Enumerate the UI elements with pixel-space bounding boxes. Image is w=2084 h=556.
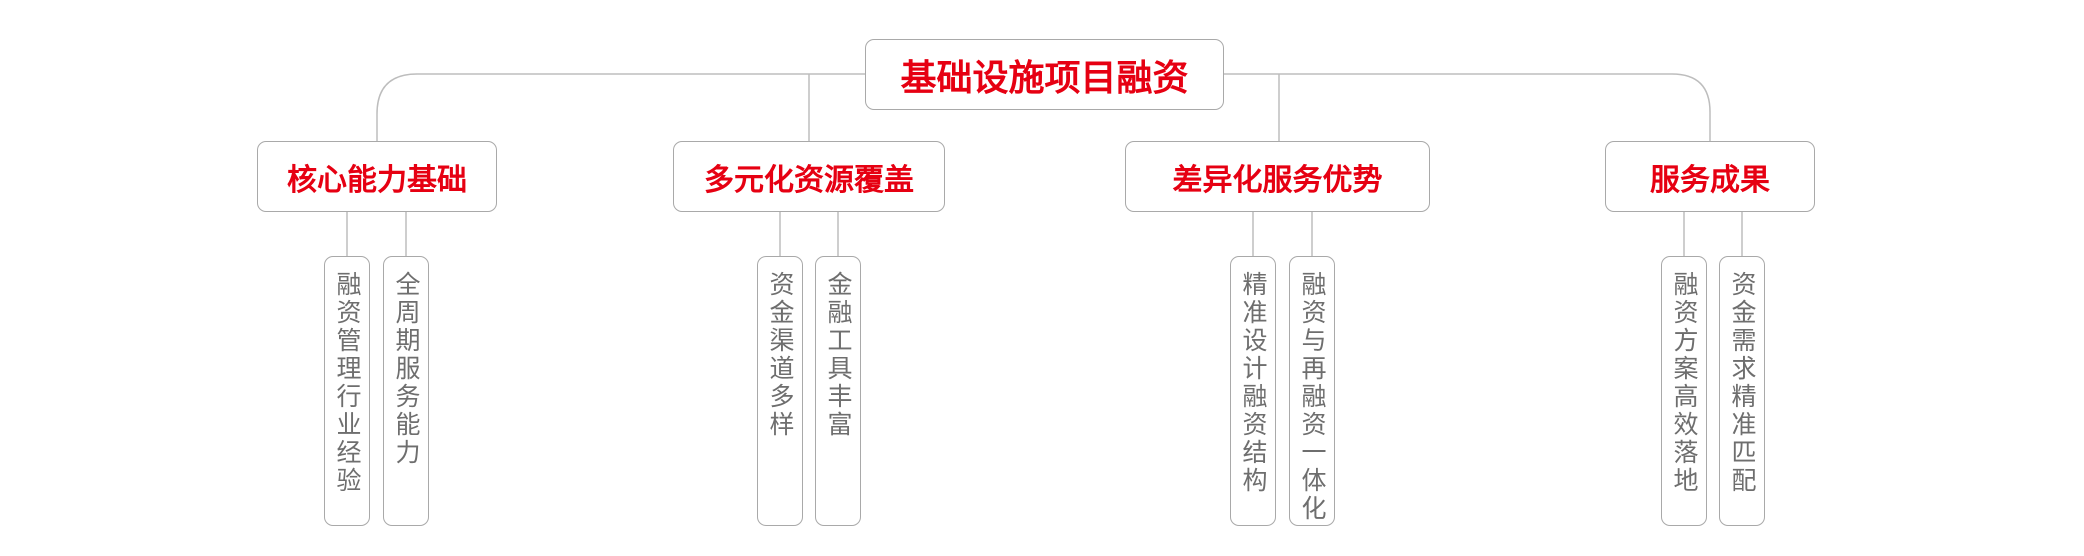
- root-label: 基础设施项目融资: [900, 57, 1189, 99]
- branch-label: 核心能力基础: [287, 162, 467, 198]
- leaf-node: 精准设计融资结构: [1230, 256, 1276, 526]
- branch-label: 多元化资源覆盖: [704, 162, 914, 198]
- leaf-label: 金融工具丰富: [824, 271, 853, 439]
- leaf-label: 资金渠道多样: [766, 271, 795, 439]
- leaf-node: 资金渠道多样: [757, 256, 803, 526]
- leaf-label: 全周期服务能力: [392, 271, 421, 467]
- branch-node-core-capability: 核心能力基础: [257, 141, 497, 212]
- branch-node-service-advantage: 差异化服务优势: [1125, 141, 1430, 212]
- leaf-node: 融资与再融资一体化: [1289, 256, 1335, 526]
- root-node: 基础设施项目融资: [865, 39, 1224, 110]
- leaf-node: 融资方案高效落地: [1661, 256, 1707, 526]
- branch-node-service-results: 服务成果: [1605, 141, 1815, 212]
- connector-leaf: [346, 212, 407, 256]
- leaf-node: 金融工具丰富: [815, 256, 861, 526]
- leaf-label: 精准设计融资结构: [1239, 271, 1268, 495]
- leaf-node: 全周期服务能力: [383, 256, 429, 526]
- connector-root-branch-3: [1224, 73, 1711, 141]
- leaf-node: 融资管理行业经验: [324, 256, 370, 526]
- leaf-node: 资金需求精准匹配: [1719, 256, 1765, 526]
- connector-leaf: [1252, 212, 1313, 256]
- branch-label: 服务成果: [1650, 162, 1770, 198]
- leaf-label: 融资方案高效落地: [1670, 271, 1699, 495]
- connector-leaf: [1683, 212, 1743, 256]
- leaf-label: 融资管理行业经验: [333, 271, 362, 495]
- connector-leaf: [779, 212, 839, 256]
- connector-root-branch-1: [376, 73, 865, 141]
- branch-label: 差异化服务优势: [1172, 162, 1383, 198]
- leaf-label: 融资与再融资一体化: [1298, 271, 1327, 523]
- leaf-label: 资金需求精准匹配: [1728, 271, 1757, 495]
- branch-node-resource-coverage: 多元化资源覆盖: [673, 141, 945, 212]
